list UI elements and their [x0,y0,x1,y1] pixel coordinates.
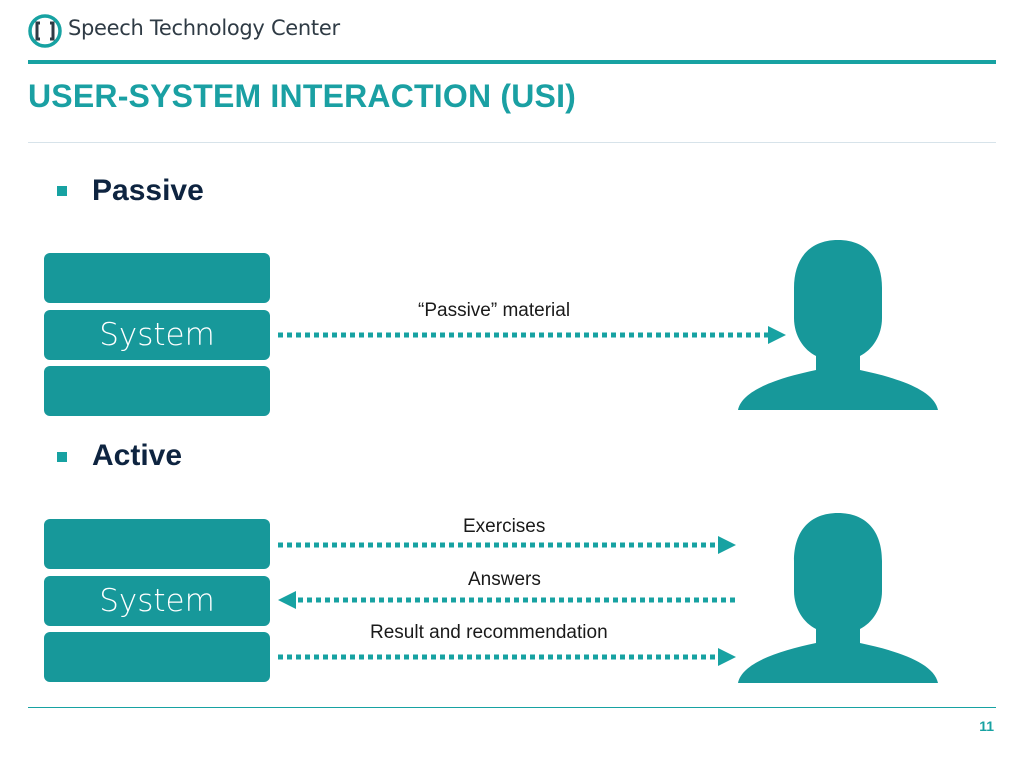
footer-divider [28,707,996,708]
header-divider [28,60,996,64]
active-system-block-bottom [44,632,270,682]
user-silhouette-icon [738,513,938,683]
arrow-to-user-exercises [278,536,736,554]
slide-title: USER-SYSTEM INTERACTION (USI) [28,78,577,114]
square-bullet-icon [57,452,67,462]
passive-system-block-top [44,253,270,303]
passive-system-block-bottom [44,366,270,416]
user-silhouette-icon [738,240,938,410]
bullet-active: Active [92,439,183,472]
active-system-block-top [44,519,270,569]
flow-label-answers: Answers [468,569,541,590]
active-system-block: System [44,576,270,626]
passive-system-block: System [44,310,270,360]
flow-label-exercises: Exercises [463,516,546,537]
flow-label-passive-material: “Passive” material [418,300,571,321]
title-divider [28,142,996,143]
arrow-to-user-passive [278,326,786,344]
flow-label-result-recommendation: Result and recommendation [370,622,608,643]
square-bullet-icon [57,186,67,196]
page-number: 11 [979,718,994,734]
brand-name: Speech Technology Center [68,16,340,40]
company-logo-icon [28,14,62,48]
arrow-to-system-answers [278,591,738,609]
arrow-to-user-result [278,648,736,666]
bullet-passive: Passive [92,174,204,207]
